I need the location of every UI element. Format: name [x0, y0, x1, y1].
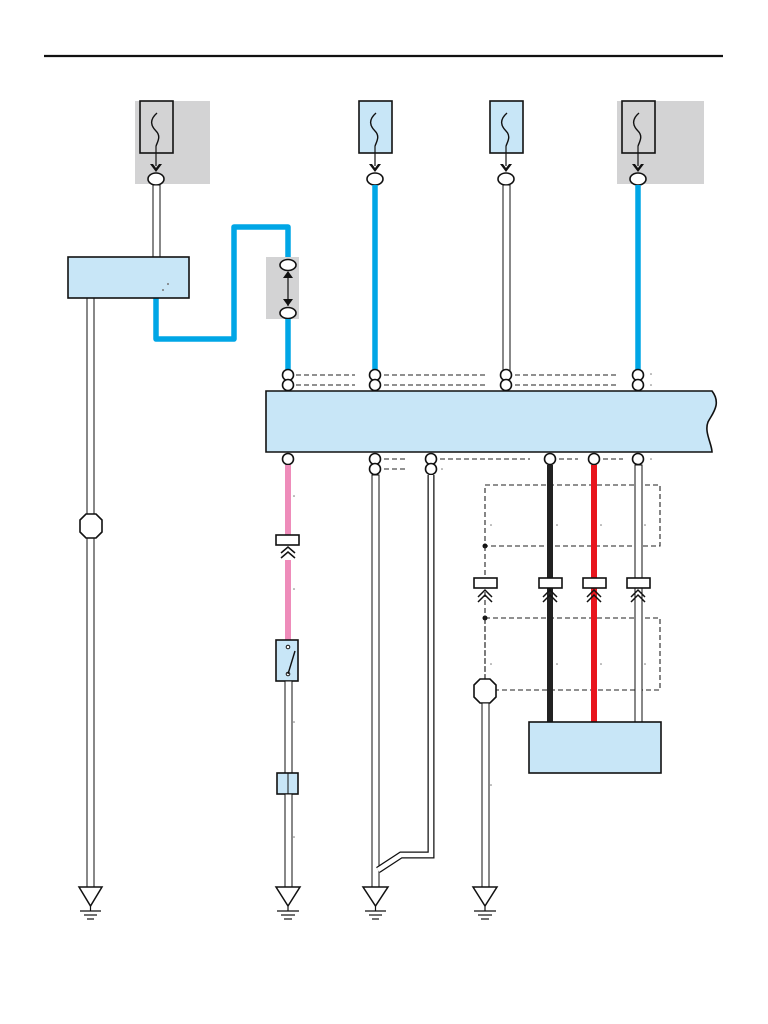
wire-ground-4	[481, 702, 490, 889]
relay-module	[67, 256, 190, 299]
fuse-1-element-icon	[150, 112, 160, 147]
inline-connector-blue	[266, 257, 299, 320]
main-ecu-bottom-dashes	[384, 458, 623, 470]
switch-contact-icon	[287, 650, 296, 675]
fuse-3-terminal	[497, 172, 515, 186]
ground-symbol-2	[274, 886, 302, 920]
connector-row	[473, 577, 651, 603]
main-ecu-top-terminals	[281, 368, 645, 392]
wire-blue-loop	[153, 224, 291, 342]
wire-block-to-ground	[284, 793, 293, 889]
fuse-3-pin-icon	[500, 164, 512, 172]
ground-symbol-4	[471, 886, 499, 920]
switch	[275, 639, 299, 682]
splice-point-left	[79, 513, 103, 539]
connector-arrow-down-icon	[283, 299, 293, 306]
pink-connector	[275, 534, 300, 559]
fuse-2-element-icon	[369, 112, 379, 147]
main-ecu	[265, 390, 717, 453]
fuse-3-element-icon	[500, 112, 510, 147]
wire-switch-to-block	[284, 680, 293, 774]
fuse-1-pin-icon	[150, 164, 162, 172]
connector-arrow-up-icon	[283, 271, 293, 278]
pin-marker-dots	[293, 458, 652, 838]
ground-symbol-3	[361, 886, 390, 920]
fuse-4-terminal	[629, 172, 647, 186]
shield-box-upper	[484, 484, 661, 547]
main-ecu-bottom-terminals	[281, 452, 645, 476]
main-ecu-top-dashes	[296, 373, 652, 386]
fuse-1-terminal	[147, 172, 165, 186]
wire-left-ground	[86, 297, 95, 888]
fuse-1	[135, 100, 210, 186]
fuse-4	[617, 100, 704, 186]
wire-fuse3-white	[502, 184, 511, 373]
wire-ground-3b	[376, 475, 435, 873]
fuse-2-terminal	[366, 172, 384, 186]
shield-box-lower	[484, 617, 661, 691]
fuse-2	[358, 100, 393, 186]
sub-module	[528, 721, 662, 774]
splice-point-right	[473, 678, 497, 704]
fuse-4-element-icon	[632, 112, 642, 147]
connector-chevron-icon	[280, 546, 296, 559]
fuse-3	[489, 100, 524, 186]
ground-symbol-1	[77, 886, 104, 920]
wire-ground-3a	[371, 474, 380, 889]
fuse-4-pin-icon	[632, 164, 644, 172]
fuse-2-pin-icon	[369, 164, 381, 172]
wire-fuse1-to-relay	[152, 184, 161, 259]
resistor-block	[276, 772, 299, 795]
